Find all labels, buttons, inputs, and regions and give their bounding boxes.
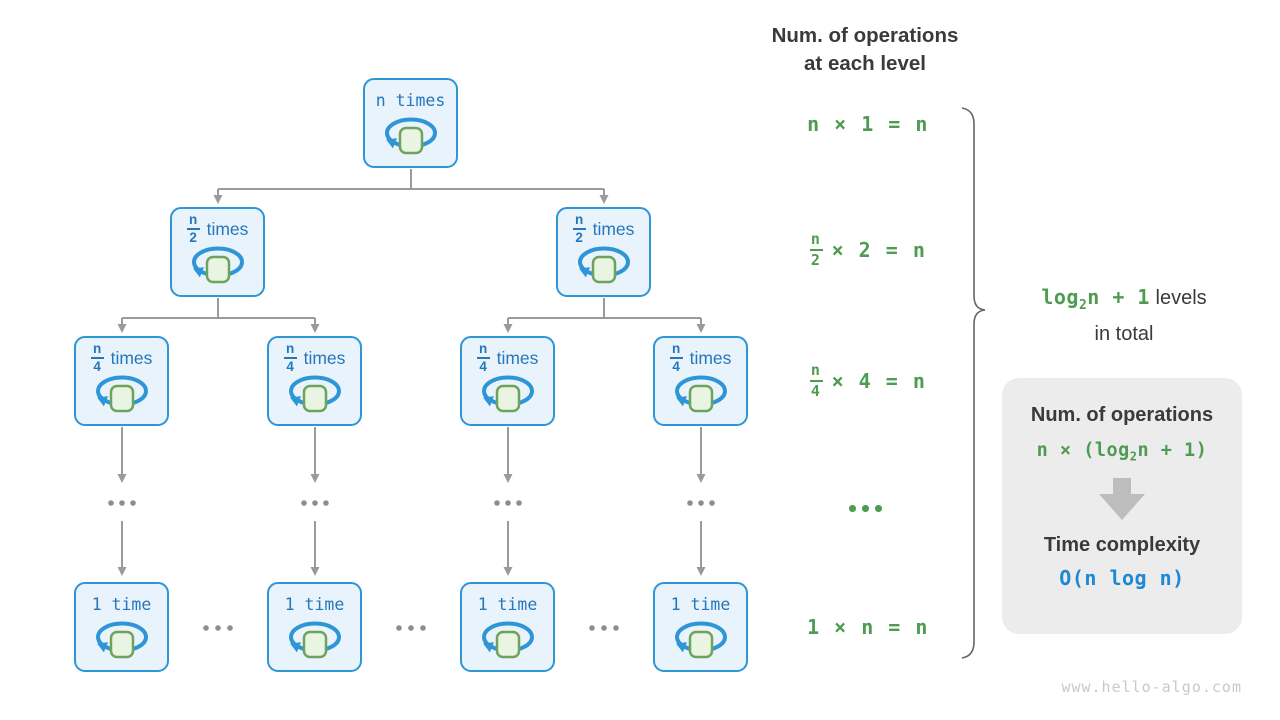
tree-node-l4-2: 1 time bbox=[460, 582, 555, 672]
loop-icon bbox=[95, 375, 148, 413]
loop-icon bbox=[577, 246, 630, 284]
tree-node-root: n times bbox=[363, 78, 458, 168]
levels-formula: log2n + 1 bbox=[1041, 285, 1150, 313]
node-label: 1 time bbox=[284, 594, 345, 614]
equation-level-1: n × 1 = n bbox=[807, 112, 929, 136]
summary-formula: n × (log2n + 1) bbox=[1036, 440, 1208, 464]
loop-icon bbox=[384, 117, 437, 155]
summary-result-title: Time complexity bbox=[1043, 533, 1201, 556]
equation-ellipsis-dots bbox=[849, 505, 882, 512]
loop-icon bbox=[481, 375, 534, 413]
loop-icon bbox=[481, 621, 534, 659]
node-label: n times bbox=[375, 90, 446, 110]
column-header-line2: at each level bbox=[804, 52, 926, 75]
node-label: 1 time bbox=[670, 594, 731, 614]
loop-icon bbox=[674, 375, 727, 413]
watermark: www.hello-algo.com bbox=[1061, 678, 1242, 696]
tree-connectors bbox=[108, 169, 715, 631]
levels-brace bbox=[961, 107, 986, 659]
loop-icon bbox=[288, 621, 341, 659]
loop-icon bbox=[95, 621, 148, 659]
summary-result: O(n log n) bbox=[1059, 565, 1185, 590]
equation-level-last: 1 × n = n bbox=[807, 615, 929, 639]
tree-node-l4-3: 1 time bbox=[653, 582, 748, 672]
tree-node-l4-1: 1 time bbox=[267, 582, 362, 672]
summary-title: Num. of operations bbox=[1030, 404, 1214, 426]
column-header: Num. of operations at each level bbox=[750, 22, 980, 78]
levels-annotation-line1: log2n + 1 levels bbox=[1041, 285, 1207, 313]
node-label: 1 time bbox=[91, 594, 152, 614]
ellipsis-dots bbox=[108, 500, 715, 631]
node-label: 1 time bbox=[477, 594, 538, 614]
levels-annotation-line2: in total bbox=[1094, 323, 1154, 345]
levels-annotation: log2n + 1 levels in total bbox=[1000, 283, 1248, 349]
tree-node-l4-0: 1 time bbox=[74, 582, 169, 672]
loop-icon bbox=[191, 246, 244, 284]
down-arrow-icon bbox=[1099, 477, 1145, 520]
summary-card: Num. of operations n × (log2n + 1) Time … bbox=[1002, 378, 1242, 634]
column-header-line1: Num. of operations bbox=[771, 24, 959, 47]
loop-icon bbox=[288, 375, 341, 413]
loop-icon bbox=[674, 621, 727, 659]
